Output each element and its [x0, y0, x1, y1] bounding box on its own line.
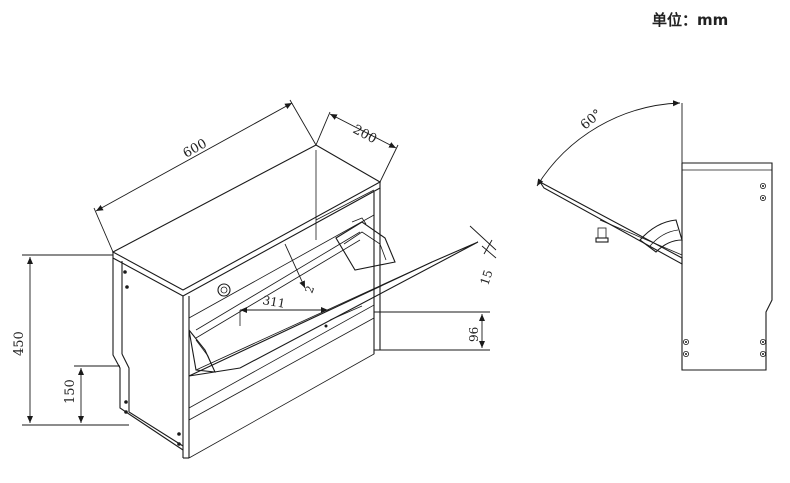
dimension-flap-thickness-label: 15: [478, 268, 496, 287]
dimension-depth: 200: [315, 111, 399, 183]
cabinet-isometric-view: 600 200 450 150 15: [12, 99, 497, 459]
dimension-lower-gap: 96: [374, 311, 490, 351]
dimension-small-gap: 2: [284, 243, 318, 295]
cabinet-side-view: 60°: [536, 100, 773, 371]
dimension-inner-depth: 311: [240, 293, 328, 313]
dimension-open-angle: 60°: [536, 100, 683, 187]
cabinet-top: [111, 144, 382, 291]
screw-holes: [123, 270, 181, 446]
dimension-depth-label: 200: [350, 122, 379, 147]
dimension-base-height-label: 150: [63, 379, 78, 404]
unit-label: 单位：mm: [652, 11, 729, 29]
lock-icon: [217, 283, 231, 297]
open-flap: [188, 217, 479, 377]
dimension-flap-thickness: 15: [469, 225, 497, 287]
dimension-height: 450: [12, 254, 129, 426]
dimension-width: 600: [93, 99, 317, 253]
dimension-inner-depth-label: 311: [261, 293, 286, 311]
side-view-screws: [683, 182, 767, 357]
dimension-lower-gap-label: 96: [467, 327, 481, 342]
dimension-width-label: 600: [181, 136, 210, 161]
cabinet-left-side: [112, 258, 184, 451]
knob-icon: [595, 227, 609, 243]
dimension-small-gap-label: 2: [303, 284, 318, 295]
dimension-open-angle-label: 60°: [578, 107, 605, 133]
dimension-base-height: 150: [63, 365, 120, 423]
dimension-height-label: 450: [12, 331, 27, 356]
